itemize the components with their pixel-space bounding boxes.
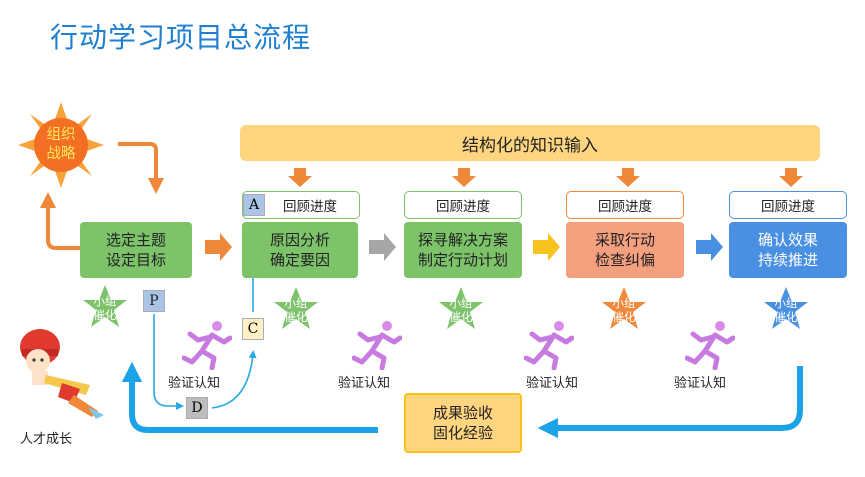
facilitation-label: 小组 [284, 296, 308, 310]
review-label: 回顾进度 [283, 199, 337, 215]
verify-cognition-label: 验证认知 [526, 376, 579, 391]
facilitation-label: 催化 [774, 310, 798, 324]
page-title: 行动学习项目总流程 [50, 21, 312, 54]
running-person-icon [685, 321, 735, 370]
step-find-solution: 探寻解决方案 制定行动计划 [404, 222, 522, 278]
step-line: 探寻解决方案 [417, 231, 508, 249]
org-strategy-badge: 组织 战略 [16, 100, 106, 190]
step-line: 选定主题 [105, 231, 166, 249]
star-icon [439, 287, 483, 329]
step-arrow-3 [533, 233, 560, 261]
knowledge-input-arrow [452, 168, 476, 187]
facilitation-star-1: 小组催化 [82, 284, 128, 328]
step-line: 设定目标 [105, 251, 166, 269]
knowledge-input-arrow [616, 168, 640, 187]
review-label: 回顾进度 [436, 199, 490, 215]
result-line: 固化经验 [432, 424, 493, 442]
org-strategy-line-1: 组织 [46, 127, 76, 143]
facilitation-star-2: 小组催化 [273, 286, 319, 330]
knowledge-input-arrow [779, 168, 803, 187]
star-icon [764, 287, 808, 329]
verify-cognition-label: 验证认知 [674, 376, 727, 391]
facilitation-label: 催化 [93, 308, 117, 322]
facilitation-label: 小组 [774, 296, 798, 310]
step-line: 确定要因 [269, 251, 330, 269]
verify-cognition-label: 验证认知 [338, 376, 391, 391]
result-return-arrow [537, 366, 803, 439]
star-icon [83, 285, 127, 327]
knowledge-input-banner: 结构化的知识输入 [240, 125, 820, 161]
step-line: 采取行动 [594, 231, 655, 249]
knowledge-input-arrow [288, 168, 312, 187]
result-line: 成果验收 [432, 404, 493, 422]
running-person-icon [182, 321, 232, 370]
review-label: 回顾进度 [598, 199, 652, 215]
step-arrow-1 [205, 233, 232, 261]
step-select-topic: 选定主题 设定目标 [80, 222, 192, 278]
facilitation-star-4: 小组催化 [601, 286, 647, 330]
step-line: 持续推进 [757, 251, 818, 269]
pdca-p-label: P [143, 290, 165, 312]
growth-return-arrow [121, 361, 378, 433]
step-confirm-effect: 确认效果 持续推进 [729, 222, 847, 278]
facilitation-label: 催化 [612, 310, 636, 324]
review-progress-box-3: 回顾进度 [404, 191, 522, 219]
facilitation-star-3: 小组催化 [438, 286, 484, 330]
star-icon [602, 287, 646, 329]
org-strategy-line-2: 战略 [46, 146, 76, 162]
step-cause-analysis: 原因分析 确定要因 [242, 222, 358, 278]
facilitation-star-5: 小组催化 [763, 286, 809, 330]
result-acceptance-box: 成果验收 固化经验 [404, 393, 522, 453]
kid-rocket-illustration [20, 329, 104, 419]
review-progress-box-5: 回顾进度 [729, 191, 847, 219]
step-arrow-2 [369, 233, 396, 261]
star-icon [274, 287, 318, 329]
d-to-c-arrow [211, 350, 257, 409]
running-person-icon [352, 321, 402, 370]
strategy-to-topic-arrow [118, 142, 164, 194]
verify-cognition-label: 验证认知 [168, 376, 221, 391]
sun-icon [18, 102, 104, 188]
running-person-icon [524, 321, 574, 370]
facilitation-label: 催化 [284, 310, 308, 324]
step-line: 检查纠偏 [594, 251, 655, 269]
review-label: 回顾进度 [761, 199, 815, 215]
pdca-a-label: A [243, 194, 265, 216]
talent-growth-label: 人才成长 [20, 432, 73, 447]
step-line: 确认效果 [757, 231, 818, 249]
pdca-d-label: D [186, 397, 208, 419]
step-take-action: 采取行动 检查纠偏 [566, 222, 684, 278]
p-to-d-arrow [153, 314, 184, 410]
step-line: 制定行动计划 [417, 251, 508, 269]
pdca-c-label: C [242, 318, 264, 340]
facilitation-label: 催化 [449, 310, 473, 324]
step-line: 原因分析 [269, 231, 330, 249]
step-arrow-4 [696, 233, 723, 261]
review-progress-box-4: 回顾进度 [566, 191, 684, 219]
facilitation-label: 小组 [612, 296, 636, 310]
facilitation-label: 小组 [449, 296, 473, 310]
topic-to-strategy-arrow [40, 192, 82, 250]
facilitation-label: 小组 [93, 294, 117, 308]
